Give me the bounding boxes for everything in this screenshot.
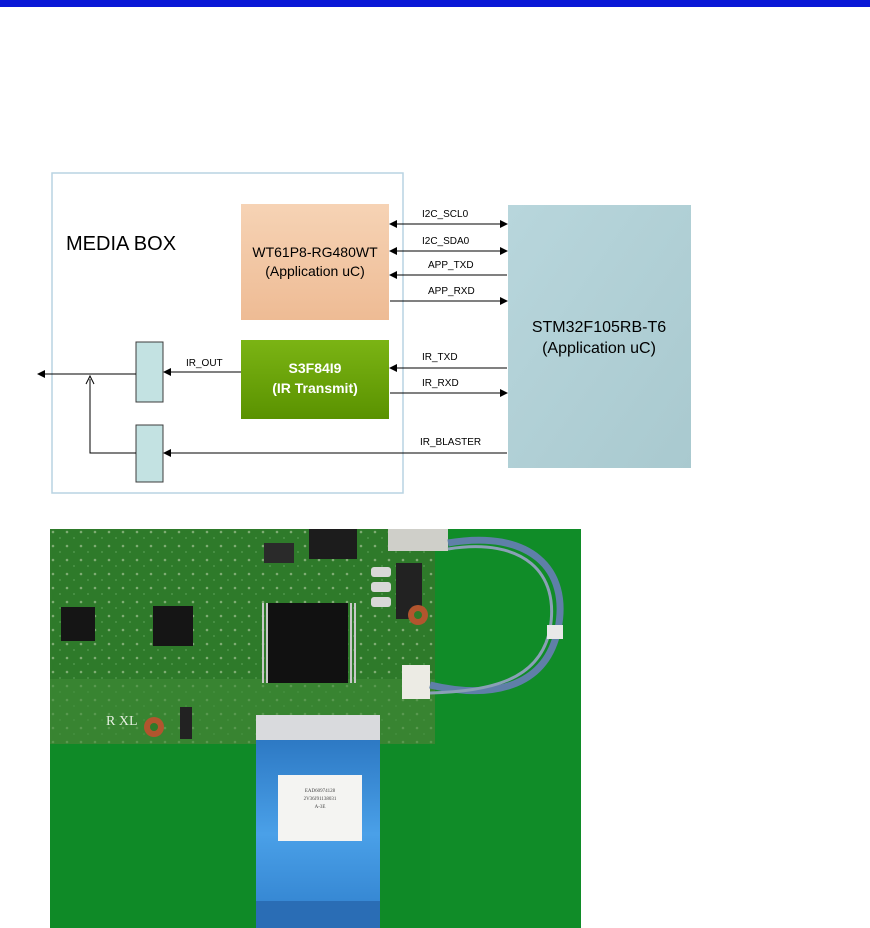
app-txd-label: APP_TXD: [428, 260, 474, 271]
ir-out-label: IR_OUT: [186, 358, 223, 369]
ir-txd-label: IR_TXD: [422, 352, 458, 363]
top-color-bar: [0, 0, 870, 7]
white-connector: [402, 665, 430, 699]
chip-left-2: [153, 606, 193, 646]
stm-block-title: STM32F105RB-T6: [532, 319, 666, 336]
main-chip: [268, 603, 348, 683]
ir-rxd-label: IR_RXD: [422, 378, 459, 389]
i2c-scl-label: I2C_SCL0: [422, 209, 469, 220]
stm-block: [508, 205, 691, 468]
s3-block-subtitle: (IR Transmit): [272, 380, 358, 396]
wt-block-subtitle: (Application uC): [265, 263, 365, 279]
s3-block-title: S3F84I9: [289, 360, 342, 376]
board-marking: R XL: [106, 714, 138, 729]
ir-blaster-label: IR_BLASTER: [420, 437, 481, 448]
cable-label-line-2: 2V36J91138031: [304, 797, 337, 802]
ir-merge-path: [90, 379, 136, 453]
block-diagram: MEDIA BOX WT61P8-RG480WT (Application uC…: [0, 160, 870, 500]
media-box-label: MEDIA BOX: [66, 233, 176, 255]
ir-out-buffer: [136, 342, 163, 402]
app-rxd-label: APP_RXD: [428, 286, 475, 297]
stm-block-subtitle: (Application uC): [542, 340, 656, 357]
cable-label-line-1: EAD60974128: [305, 789, 336, 794]
ribbon-connector: [256, 715, 380, 741]
wt-block: [241, 204, 389, 320]
chip-left-1: [61, 607, 95, 641]
pcb-photo: R XL EAD60974128 2V36J91138031 A-3E: [50, 529, 581, 928]
chip-top: [309, 529, 357, 559]
i2c-sda-label: I2C_SDA0: [422, 236, 470, 247]
cable-label-line-3: A-3E: [315, 805, 326, 810]
wt-block-title: WT61P8-RG480WT: [252, 244, 378, 260]
ir-blaster-buffer: [136, 425, 163, 482]
